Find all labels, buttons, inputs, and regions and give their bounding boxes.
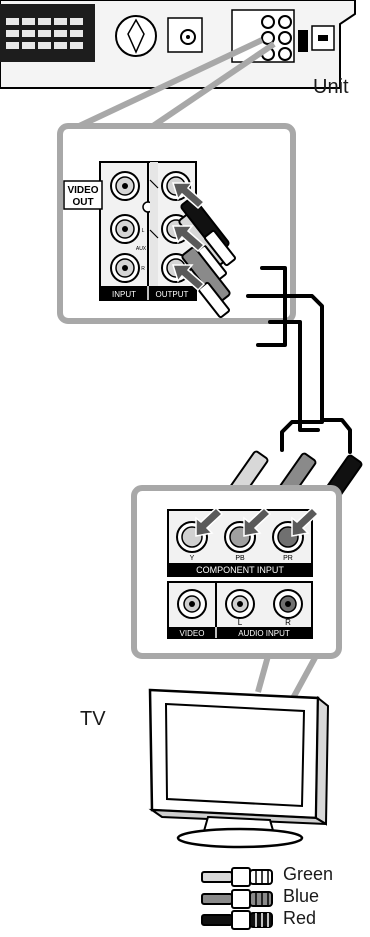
- unit-r-label: R: [141, 266, 145, 272]
- tv-label: TV: [80, 708, 106, 730]
- legend-plug-red: [201, 910, 273, 930]
- video-out-label-2: OUT: [72, 197, 93, 208]
- tv-pr-label: PR: [283, 555, 293, 562]
- tv-r-label: R: [285, 618, 291, 627]
- tv-jack-block: [167, 509, 313, 639]
- legend-blue-label: Blue: [283, 886, 320, 906]
- legend-red-label: Red: [283, 908, 317, 928]
- tv-y-label: Y: [190, 555, 195, 562]
- unit-back-panel: [0, 0, 356, 89]
- tv-zoom-lines: [255, 654, 319, 702]
- unit-label: Unit: [313, 76, 349, 98]
- cable-bundle: [246, 266, 352, 454]
- tv-arrows: [195, 506, 320, 537]
- tv-pb-label: PB: [235, 555, 245, 562]
- unit-l-label: L: [142, 228, 145, 234]
- legend-plug-blue: [201, 889, 273, 909]
- audio-input-label: AUDIO INPUT: [238, 629, 290, 638]
- unit-arrows: [171, 182, 206, 292]
- output-label: OUTPUT: [156, 290, 189, 299]
- video-label: VIDEO: [180, 629, 205, 638]
- component-input-label: COMPONENT INPUT: [196, 565, 284, 575]
- legend-green-label: Green: [283, 864, 334, 884]
- unit-plug-red: [180, 196, 237, 267]
- legend-plug-green: [201, 867, 273, 887]
- tv-l-label: L: [238, 618, 243, 627]
- zoom-lines: [73, 37, 276, 131]
- tv-set: [148, 688, 330, 849]
- video-out-label-1: VIDEO: [67, 185, 98, 196]
- input-label: INPUT: [112, 290, 136, 299]
- aux-label: AUX: [136, 246, 147, 252]
